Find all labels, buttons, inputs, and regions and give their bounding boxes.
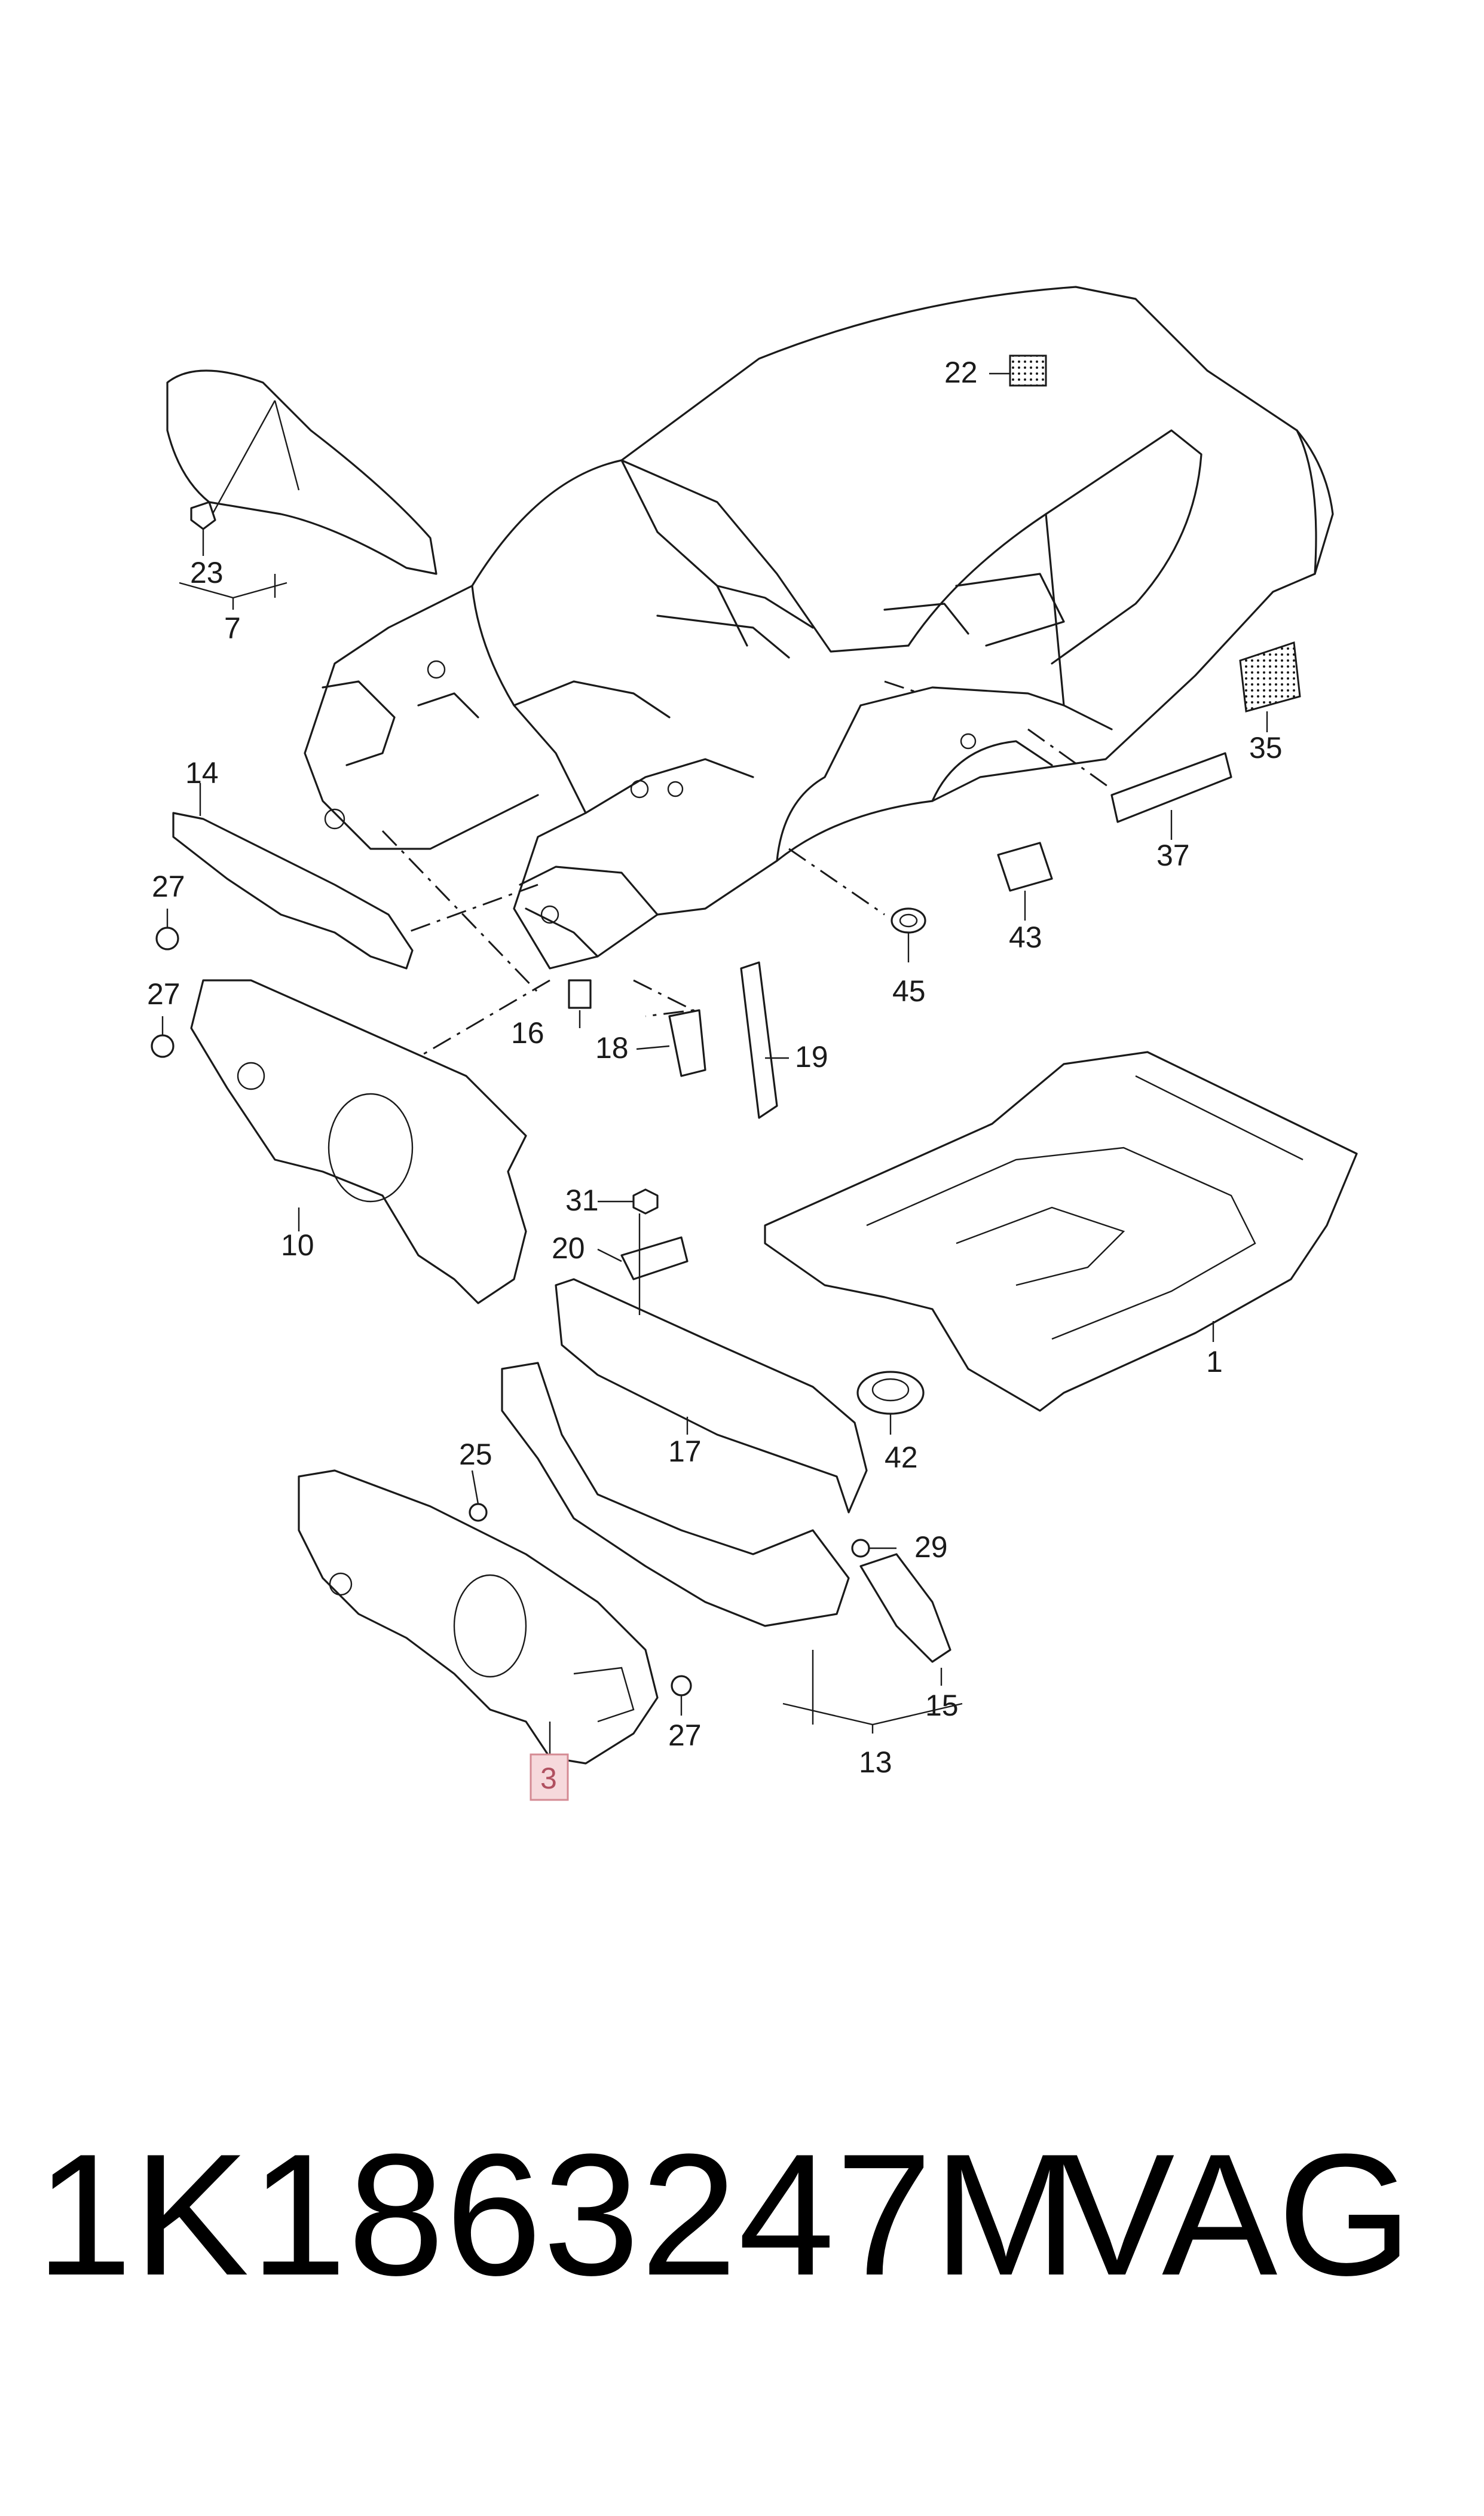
callout-3: 3 bbox=[540, 1762, 557, 1795]
callout-27-a: 27 bbox=[152, 870, 185, 903]
part-31-nut bbox=[632, 1188, 659, 1215]
callout-22: 22 bbox=[944, 356, 978, 389]
part-10-insulation bbox=[190, 979, 527, 1304]
callout-27-b: 27 bbox=[147, 977, 180, 1011]
callout-18: 18 bbox=[595, 1031, 629, 1065]
callout-15: 15 bbox=[925, 1689, 959, 1722]
part-18-wedge bbox=[668, 1009, 706, 1077]
small-parts bbox=[151, 354, 1301, 1696]
callout-1: 1 bbox=[1206, 1345, 1223, 1378]
part-number: 1K1863247M bbox=[36, 2118, 1079, 2312]
callout-16: 16 bbox=[511, 1016, 544, 1050]
part-19-strip bbox=[740, 961, 778, 1119]
callout-leaders bbox=[161, 372, 1268, 1754]
parts-diagram: 22 23 7 35 37 43 45 14 27 27 16 18 19 10… bbox=[147, 286, 1358, 1801]
part-27-clip-a bbox=[155, 927, 179, 950]
callout-13: 13 bbox=[859, 1745, 892, 1779]
callout-25: 25 bbox=[459, 1438, 492, 1471]
callout-20: 20 bbox=[552, 1231, 585, 1265]
part-23-clip bbox=[190, 501, 216, 530]
callout-19: 19 bbox=[795, 1040, 828, 1074]
part-45-grommet bbox=[891, 907, 926, 934]
part-13-bracket bbox=[501, 1362, 850, 1627]
highlighted-callout-box bbox=[530, 1753, 569, 1801]
part-29-clip bbox=[851, 1539, 870, 1558]
part-15-bracket bbox=[859, 1553, 951, 1663]
part-20-bracket bbox=[620, 1236, 689, 1280]
callout-42: 42 bbox=[885, 1441, 918, 1474]
part-16-block bbox=[568, 979, 592, 1009]
part-43-bracket bbox=[997, 842, 1053, 892]
part-42-cap bbox=[856, 1371, 925, 1415]
callout-23: 23 bbox=[190, 556, 224, 589]
callout-35: 35 bbox=[1249, 731, 1283, 765]
part-17-crossmember bbox=[555, 1278, 868, 1514]
callout-7: 7 bbox=[224, 612, 241, 645]
car-body-shell bbox=[304, 286, 1334, 970]
part-22-pad bbox=[1009, 354, 1047, 387]
callout-45: 45 bbox=[892, 974, 926, 1008]
part-37-bar bbox=[1110, 752, 1232, 823]
callout-27-c: 27 bbox=[668, 1719, 702, 1752]
part-27-clip-c bbox=[671, 1675, 692, 1696]
footer: 1K1863247M VAG bbox=[0, 2128, 1484, 2367]
callout-14: 14 bbox=[185, 756, 219, 790]
brand-name: VAG bbox=[1059, 2118, 1412, 2312]
leader-lines bbox=[381, 680, 1112, 1065]
part-1-floor-insulation bbox=[764, 1051, 1358, 1412]
part-27-clip-b bbox=[151, 1034, 175, 1058]
callout-10: 10 bbox=[281, 1228, 314, 1262]
callout-29: 29 bbox=[914, 1530, 948, 1564]
part-25-clip bbox=[469, 1503, 488, 1522]
callout-43: 43 bbox=[1009, 921, 1042, 954]
callout-37: 37 bbox=[1156, 839, 1190, 872]
callout-17: 17 bbox=[668, 1435, 702, 1468]
callout-labels: 22 23 7 35 37 43 45 14 27 27 16 18 19 10… bbox=[147, 356, 1283, 1801]
callout-31: 31 bbox=[565, 1184, 599, 1217]
part-14-rail bbox=[172, 812, 414, 970]
part-35-pad bbox=[1239, 641, 1301, 713]
part-7-liner bbox=[166, 369, 437, 575]
